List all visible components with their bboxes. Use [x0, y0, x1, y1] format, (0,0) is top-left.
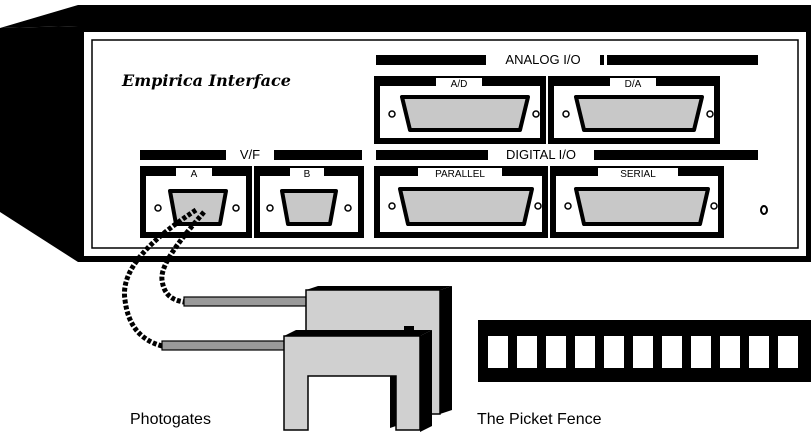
picket-fence [478, 320, 811, 382]
ad-port-label: A/D [451, 79, 468, 90]
parallel-port: PARALLEL [374, 166, 548, 238]
analog-io-label: ANALOG I/O [505, 52, 580, 67]
panel-title: Empirica Interface [121, 71, 291, 90]
analog-io-group: ANALOG I/O A/D D/A [374, 51, 758, 144]
picket-fence-caption: The Picket Fence [477, 411, 602, 428]
da-port-label: D/A [625, 79, 642, 90]
photogates-caption: Photogates [130, 411, 211, 428]
vf-port-b-label: B [304, 169, 311, 180]
photogate-front [283, 330, 432, 432]
vf-port-a: A [140, 166, 252, 238]
parallel-port-label: PARALLEL [435, 169, 485, 180]
indicator-light [760, 205, 768, 215]
vf-group: V/F A B [140, 146, 364, 238]
digital-io-group: DIGITAL I/O PARALLEL SERIAL [374, 146, 758, 238]
vf-port-b: B [254, 166, 364, 238]
vf-port-a-label: A [191, 169, 198, 180]
digital-io-label: DIGITAL I/O [506, 147, 576, 162]
serial-port: SERIAL [550, 166, 724, 238]
da-port: D/A [548, 76, 720, 144]
ad-port: A/D [374, 76, 546, 144]
serial-port-label: SERIAL [620, 169, 656, 180]
vf-label: V/F [240, 147, 260, 162]
